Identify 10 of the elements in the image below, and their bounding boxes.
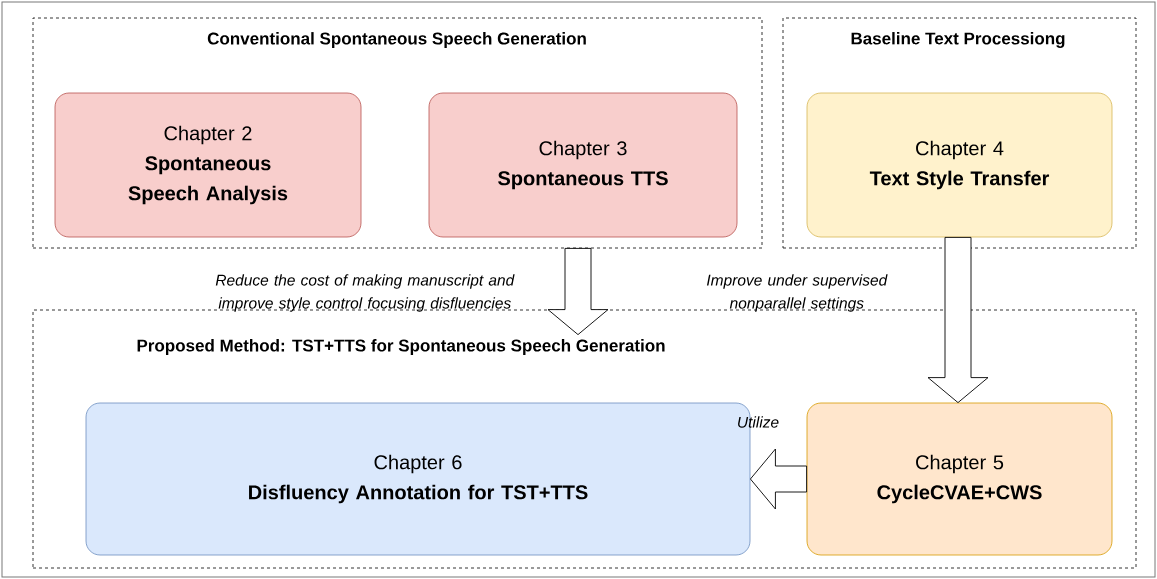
edge-label: Improve under supervised nonparallel settings bbox=[706, 274, 888, 312]
edge-label: Utilize bbox=[738, 416, 779, 428]
block-arrow bbox=[927, 236, 989, 404]
chapter-box: Chapter 2 Spontaneous Speech Analysis bbox=[54, 92, 362, 238]
chapter-box: Chapter 5 CycleCVAE+CWS bbox=[806, 402, 1113, 556]
edge-label: Reduce the cost of making manuscript and improve style control focusing disfluencies bbox=[215, 274, 515, 312]
chapter-box: Chapter 4 Text Style Transfer bbox=[806, 92, 1113, 238]
block-arrow bbox=[749, 448, 808, 510]
chapter-box: Chapter 3 Spontaneous TTS bbox=[428, 92, 738, 238]
block-arrow bbox=[547, 247, 609, 336]
